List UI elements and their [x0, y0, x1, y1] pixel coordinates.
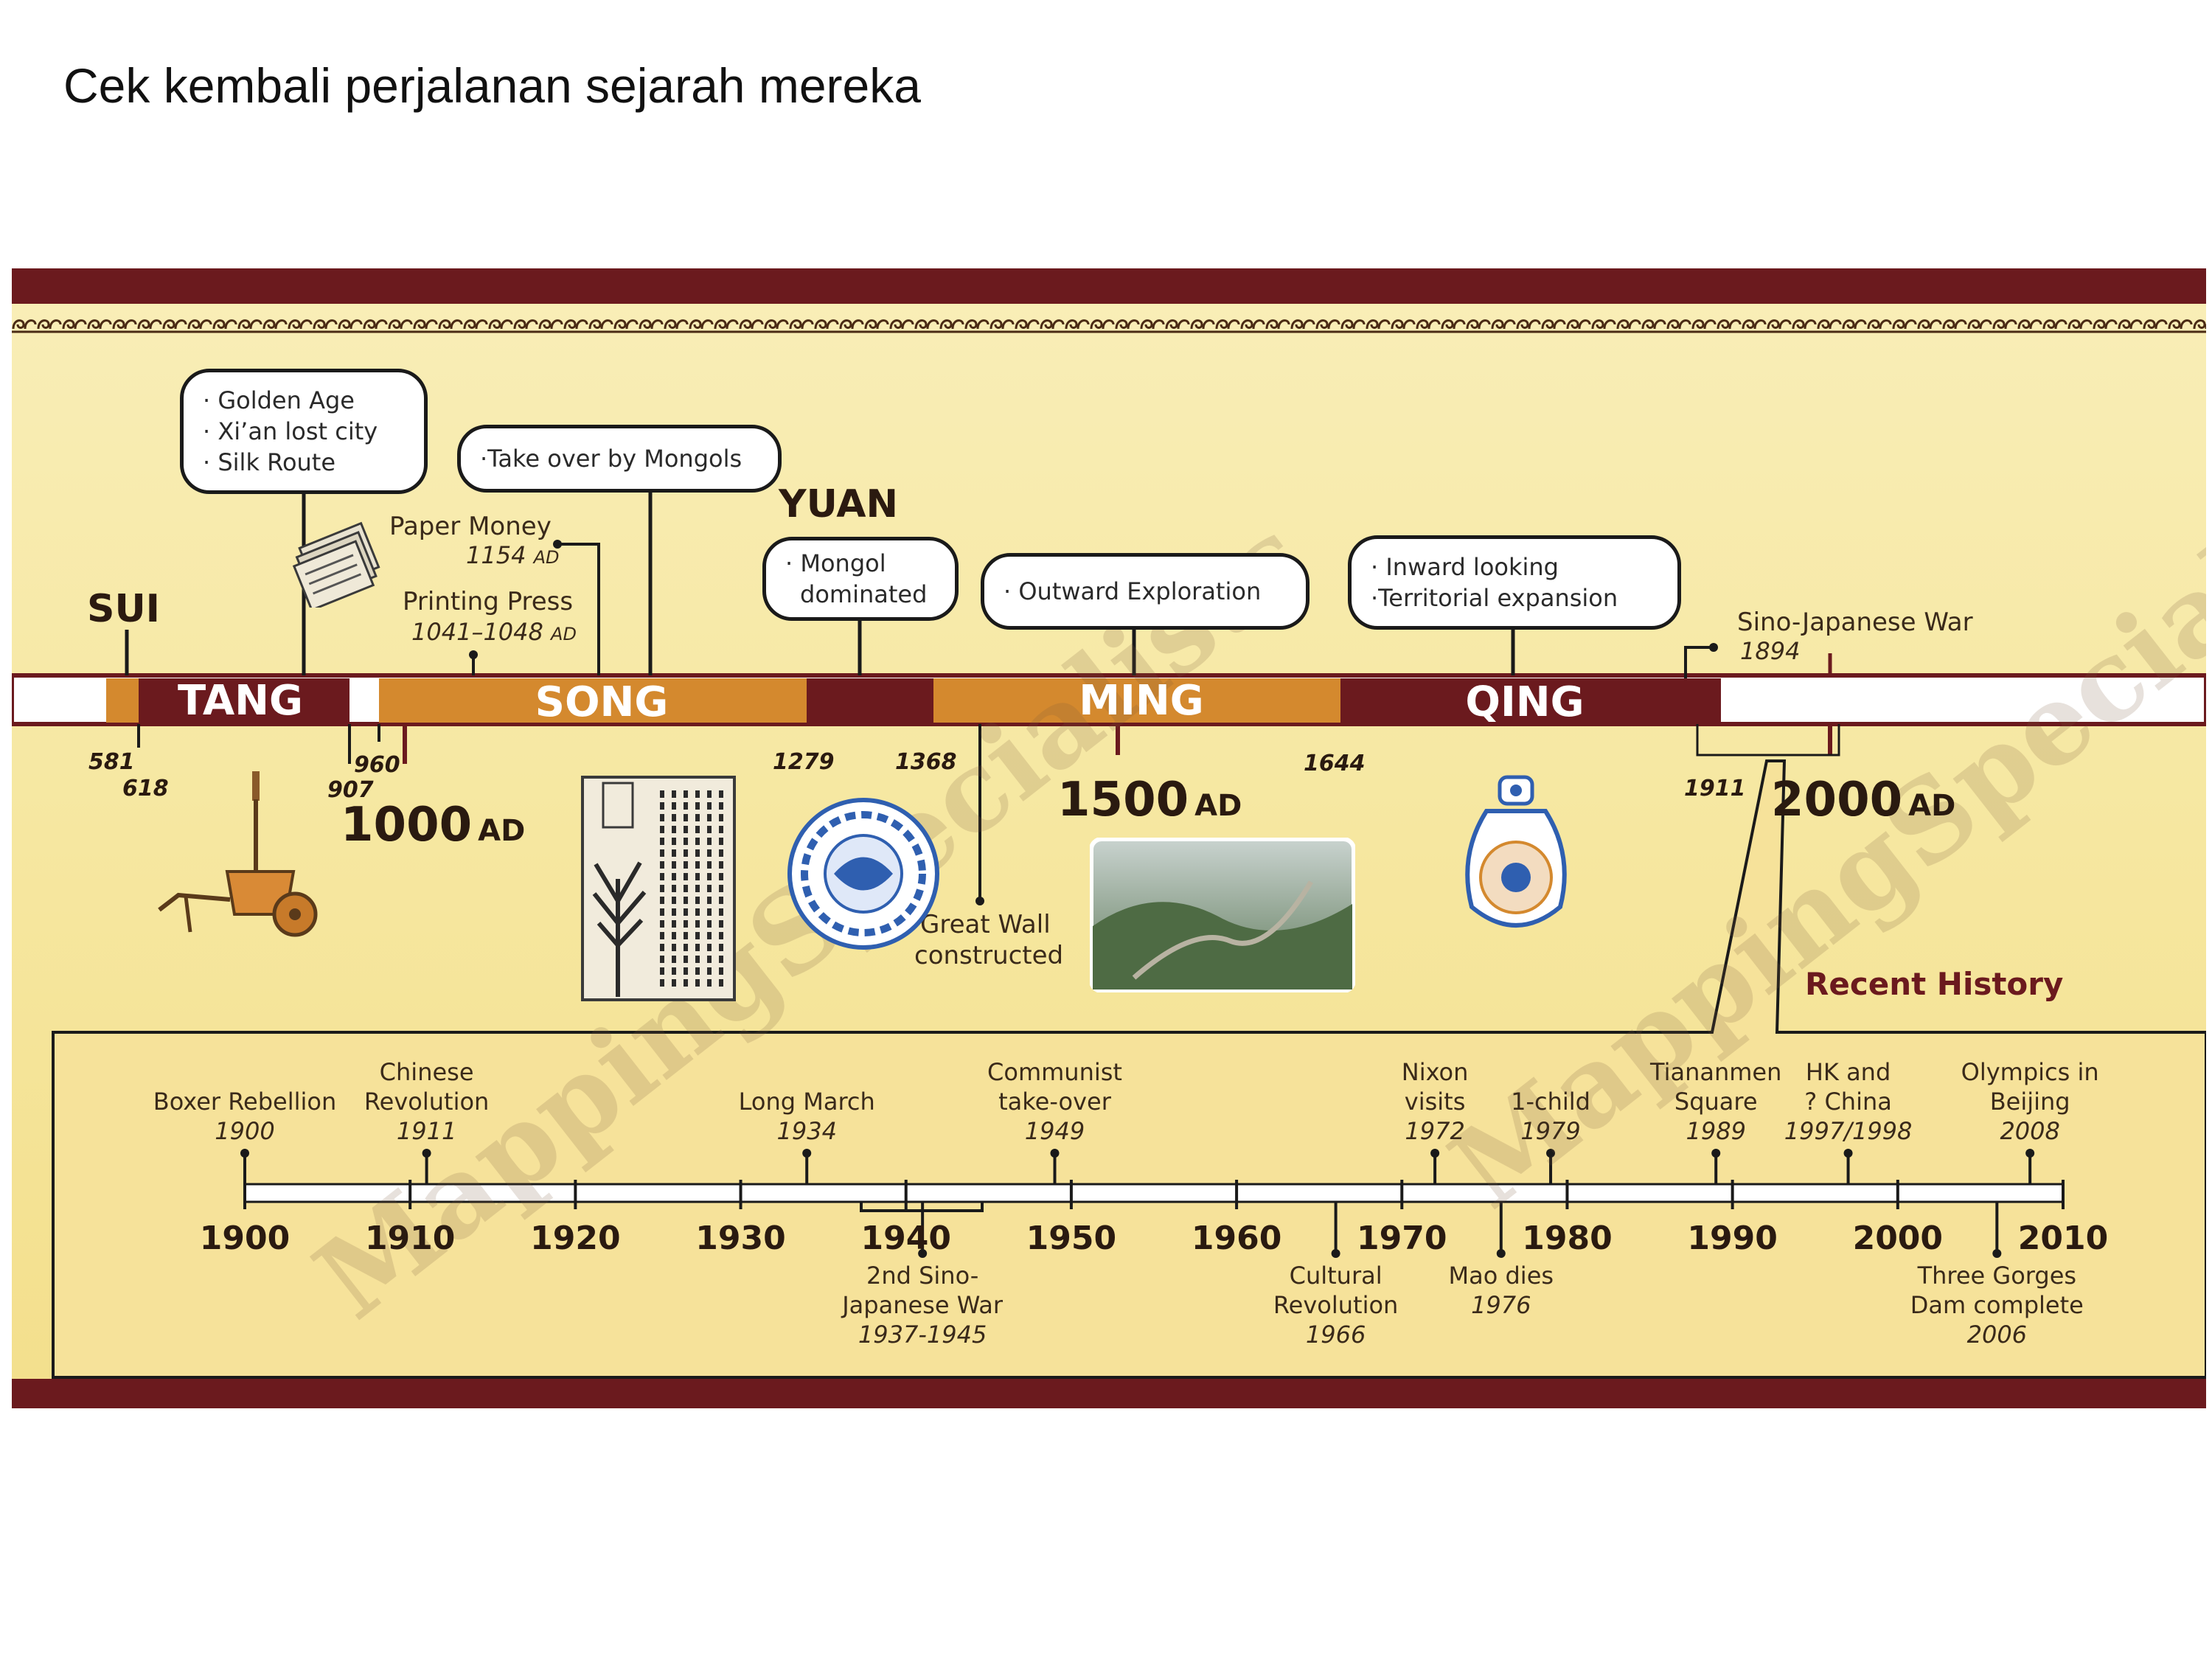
- chariot-icon: [158, 771, 318, 937]
- band-label-song: SONG: [535, 678, 669, 726]
- event-dot: [918, 1249, 928, 1258]
- axis-year-label: 1900: [199, 1220, 291, 1257]
- era-qing-band: [1340, 678, 1721, 723]
- event-dot: [1546, 1149, 1556, 1158]
- event-great-wall: Great Wall: [920, 910, 1051, 939]
- event-dot: [1331, 1249, 1340, 1258]
- era-tang-band: [139, 678, 349, 723]
- era-ming-band: [933, 678, 1340, 723]
- printed-scroll-icon: [581, 776, 736, 1001]
- event-dot: [1843, 1149, 1853, 1158]
- era-yuan-band: [807, 678, 933, 723]
- axis-year-label: 1940: [860, 1220, 951, 1257]
- year-960: 960: [354, 752, 400, 778]
- era-title-yuan: YUAN: [779, 482, 899, 526]
- axis-year-label: 2000: [1852, 1220, 1944, 1257]
- paper-money-icon: [292, 521, 380, 608]
- event-sino-japanese-date: 1894: [1740, 637, 1801, 665]
- axis-year-label: 1960: [1191, 1220, 1282, 1257]
- year-581: 581: [88, 749, 135, 775]
- band-label-ming: MING: [1079, 677, 1204, 725]
- axis-year-label: 1980: [1522, 1220, 1613, 1257]
- event-printing-press-date: 1041–1048 AD: [411, 618, 577, 646]
- event-dot: [1711, 1149, 1721, 1158]
- year-1644: 1644: [1304, 751, 1366, 776]
- bubble-qing: · Inward looking·Territorial expansion: [1348, 535, 1681, 630]
- year-1368: 1368: [895, 749, 957, 775]
- era-sui-band: [106, 678, 139, 723]
- bubble-tang: · Golden Age· Xi’an lost city· Silk Rout…: [180, 369, 428, 494]
- event-paper-money: Paper Money: [389, 512, 552, 541]
- axis-year-label: 1950: [1026, 1220, 1117, 1257]
- event-dot: [2025, 1149, 2035, 1158]
- year-1279: 1279: [773, 749, 835, 775]
- era-title-sui: SUI: [87, 587, 161, 631]
- event-dot: [240, 1149, 249, 1158]
- event-printing-press: Printing Press: [403, 587, 574, 616]
- axis-year-label: 1920: [530, 1220, 621, 1257]
- porcelain-vase-icon: [1465, 775, 1567, 928]
- axis-year-label: 2010: [2017, 1220, 2109, 1257]
- scroll-ornament: [12, 311, 2206, 335]
- poster-background: [12, 268, 2206, 1408]
- event-dot: [422, 1149, 431, 1158]
- band-label-qing: QING: [1465, 678, 1585, 726]
- event-paper-money-date: 1154 AD: [466, 541, 560, 569]
- bubble-ming: · Outward Exploration: [981, 553, 1310, 630]
- page-title: Cek kembali perjalanan sejarah mereka: [63, 58, 921, 113]
- recent-history-panel: [52, 759, 2206, 1379]
- axis-year-label: 1970: [1357, 1220, 1447, 1257]
- event-sino-japanese: Sino-Japanese War: [1737, 608, 1973, 637]
- bottom-border: [12, 1379, 2206, 1408]
- top-border: [12, 268, 2206, 304]
- great-wall-photo: [1090, 838, 1355, 992]
- event-dot: [1430, 1149, 1440, 1158]
- bubble-song: ·Take over by Mongols: [457, 425, 782, 493]
- timeline-poster: MappingSpecialists MappingSpecialists SU…: [12, 268, 2206, 1408]
- year-1911: 1911: [1684, 776, 1746, 801]
- axis-year-label: 1930: [695, 1220, 786, 1257]
- porcelain-plate-icon: [787, 798, 939, 950]
- recent-history-title: Recent History: [1805, 966, 2064, 1002]
- event-dot: [802, 1149, 812, 1158]
- event-great-wall-line2: constructed: [914, 941, 1064, 970]
- band-label-tang: TANG: [177, 677, 304, 725]
- era-song-band: [379, 678, 807, 723]
- axis-year-label: 1910: [364, 1220, 456, 1257]
- year-907: 907: [327, 777, 374, 803]
- event-dot: [1992, 1249, 2002, 1258]
- event-dot: [1496, 1249, 1506, 1258]
- year-618: 618: [122, 776, 169, 801]
- axis-year-label: 1990: [1687, 1220, 1778, 1257]
- event-dot: [1050, 1149, 1060, 1158]
